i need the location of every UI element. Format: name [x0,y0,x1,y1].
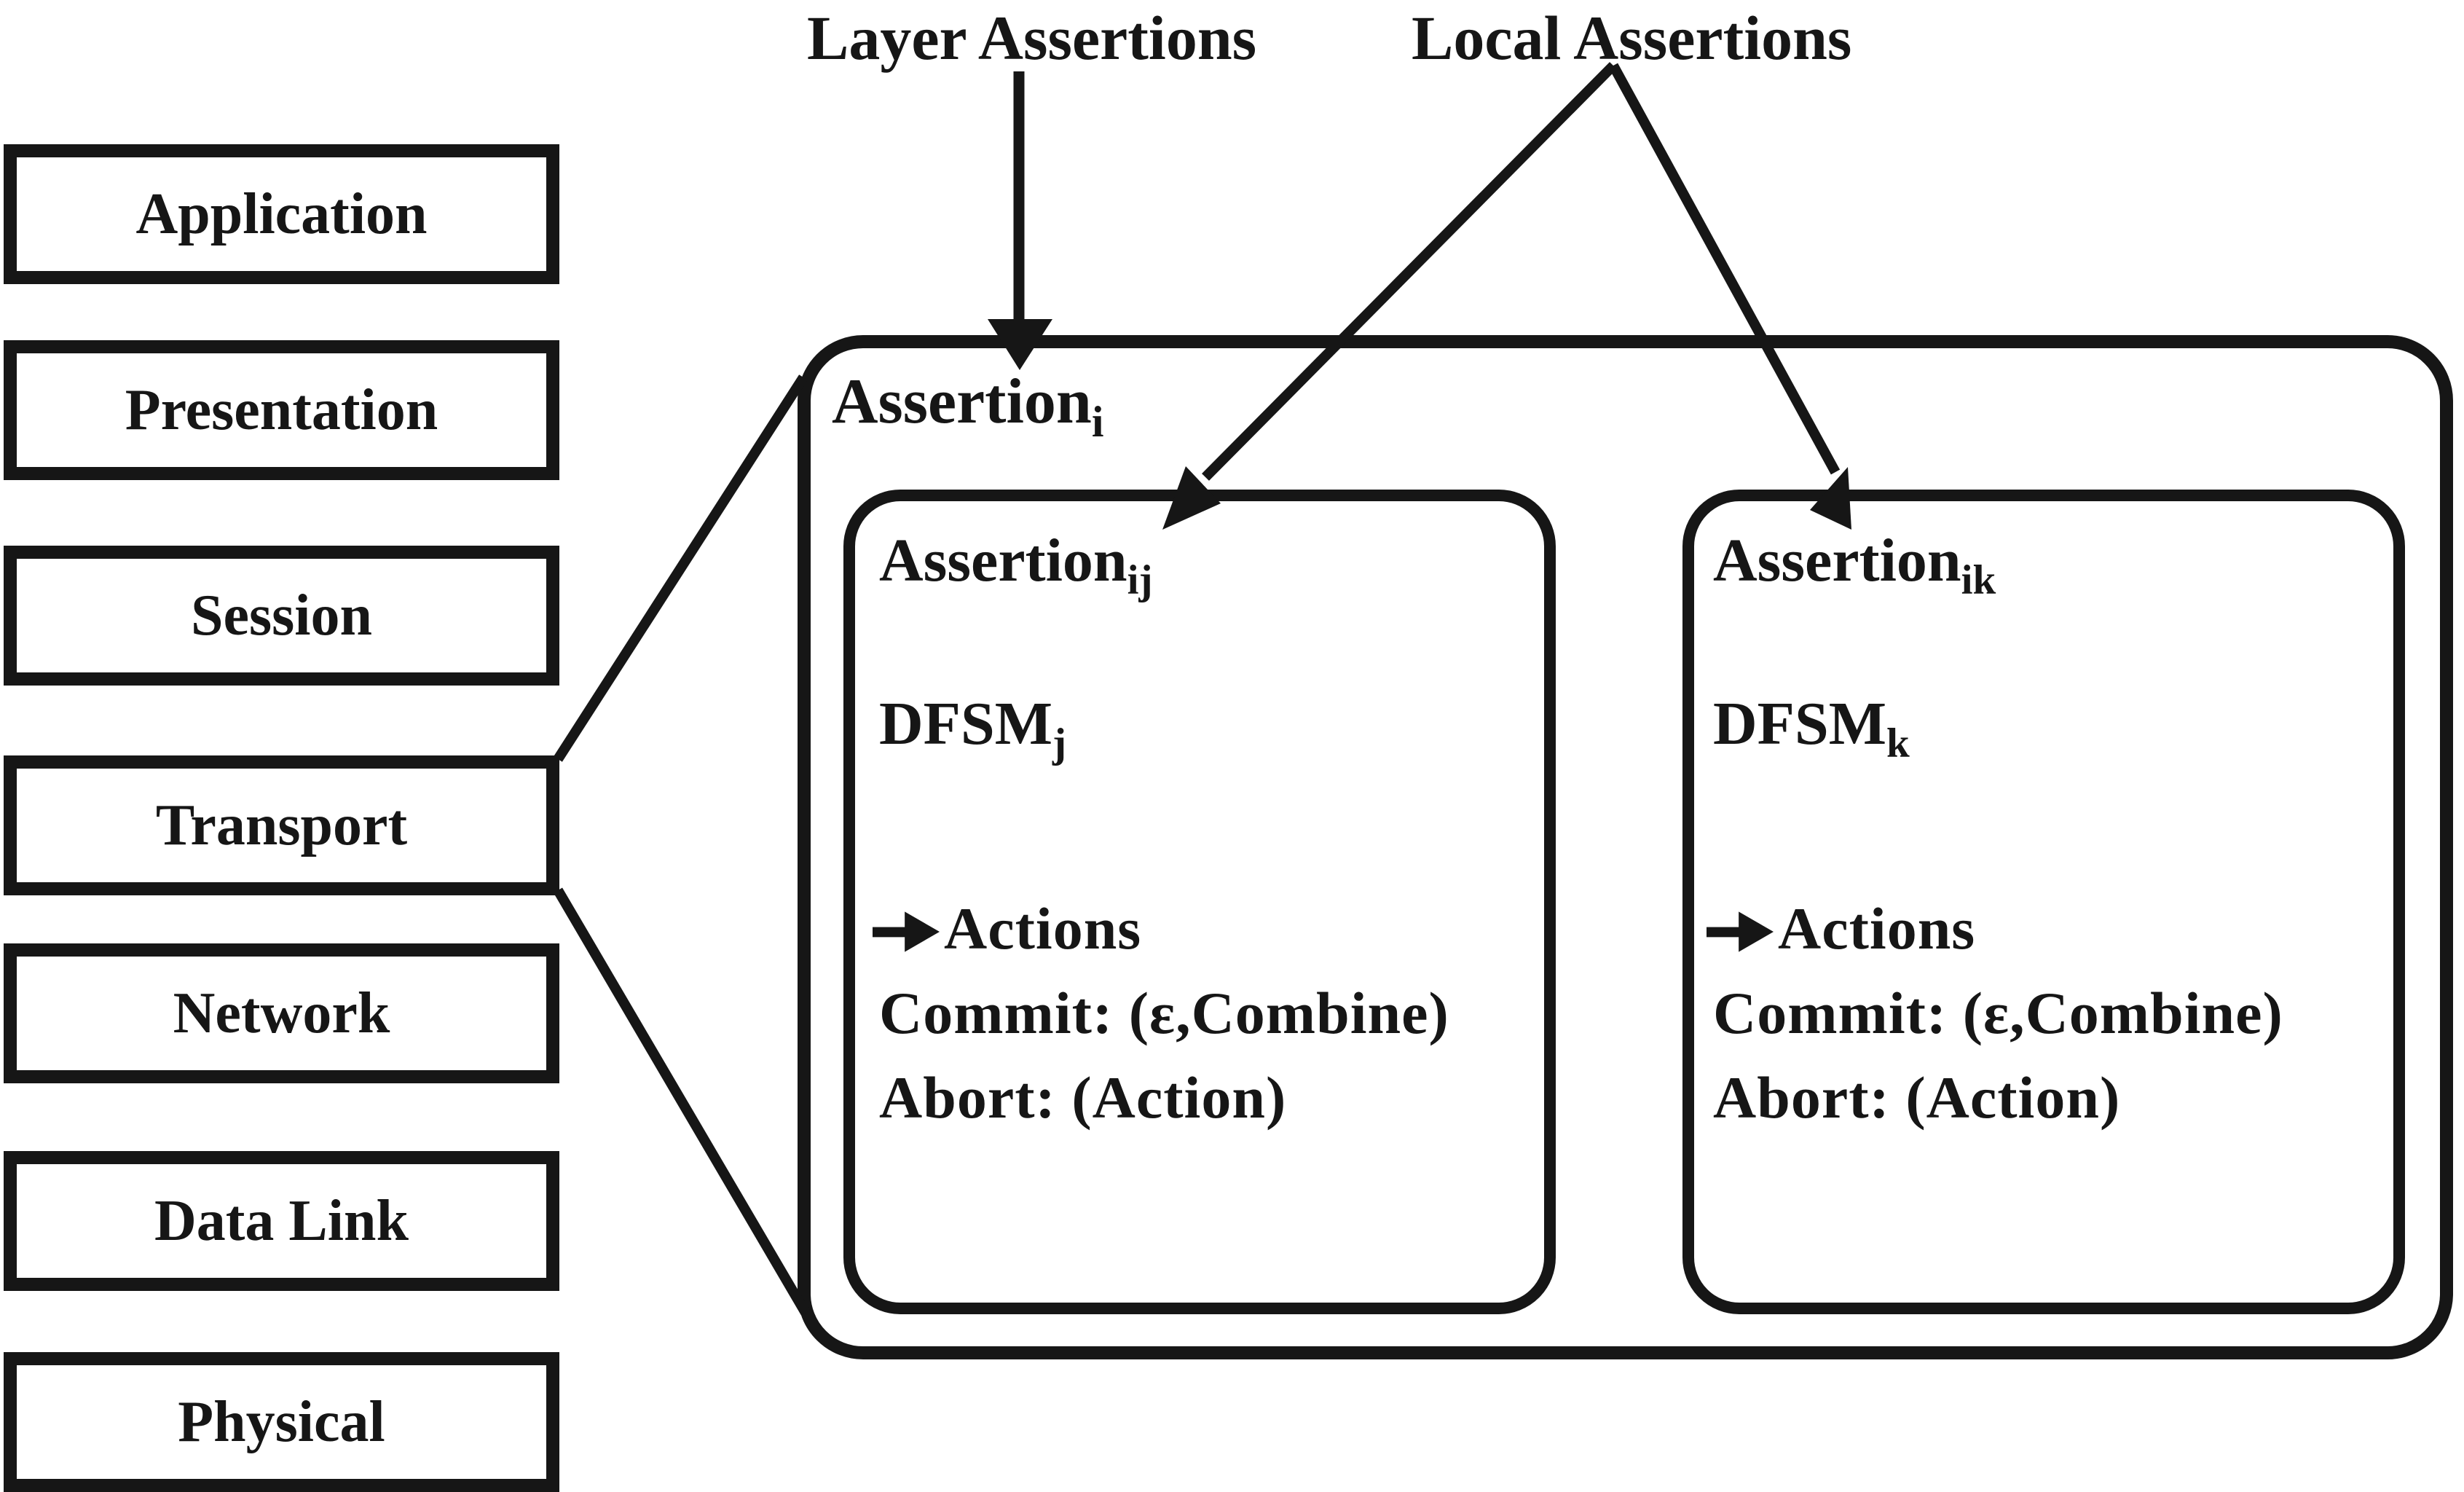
actions-label: Actions [944,895,1142,962]
assertion-ij-subscript: ij [1127,557,1153,604]
osi-layer-application: Application [4,144,559,284]
dfsm-j-label: DFSMj [879,694,1066,765]
abort-line-right: Abort: (Action) [1713,1064,2121,1131]
assertion-i-subscript: i [1091,398,1104,447]
zoom-line-top [554,374,808,762]
osi-layer-physical: Physical [4,1352,559,1492]
osi-layer-label: Data Link [154,1188,409,1253]
osi-layer-label: Application [135,181,428,246]
actions-line-left: Actions [873,899,1141,959]
dfsm-k-label: DFSMk [1713,694,1910,765]
osi-layer-session: Session [4,546,559,686]
right-arrow-icon [873,911,940,952]
assertion-ij-box [843,490,1556,1314]
dfsm-k-subscript: k [1886,721,1910,767]
osi-layer-label: Physical [178,1389,385,1454]
actions-line-right: Actions [1707,899,1975,959]
assertion-ij-label: Assertionij [879,527,1153,602]
osi-layer-transport: Transport [4,755,559,895]
osi-layer-label: Presentation [125,377,438,442]
zoom-line-bottom [553,887,811,1316]
layer-assertions-label: Layer Assertions [807,3,1257,73]
assertion-ik-base: Assertion [1713,527,1961,594]
osi-layer-label: Network [173,981,390,1045]
right-arrow-icon [1707,911,1774,952]
osi-layer-presentation: Presentation [4,340,559,480]
assertion-ij-base: Assertion [879,527,1127,594]
osi-layer-network: Network [4,943,559,1083]
abort-line-left: Abort: (Action) [879,1064,1287,1131]
osi-layer-label: Session [191,583,372,648]
assertion-ik-label: Assertionik [1713,527,1996,602]
local-assertions-label: Local Assertions [1412,3,1852,73]
assertion-i-label: Assertioni [832,370,1103,444]
assertion-i-base: Assertion [832,366,1092,437]
osi-layer-label: Transport [155,793,408,857]
dfsm-j-base: DFSM [879,690,1052,758]
actions-label: Actions [1778,895,1976,962]
assertion-ik-subscript: ik [1961,557,1996,604]
dfsm-k-base: DFSM [1713,690,1886,758]
assertion-ik-box [1682,490,2405,1314]
commit-line-right: Commit: (ε,Combine) [1713,980,2283,1046]
osi-layer-datalink: Data Link [4,1151,559,1291]
commit-line-left: Commit: (ε,Combine) [879,980,1449,1046]
dfsm-j-subscript: j [1052,721,1067,767]
